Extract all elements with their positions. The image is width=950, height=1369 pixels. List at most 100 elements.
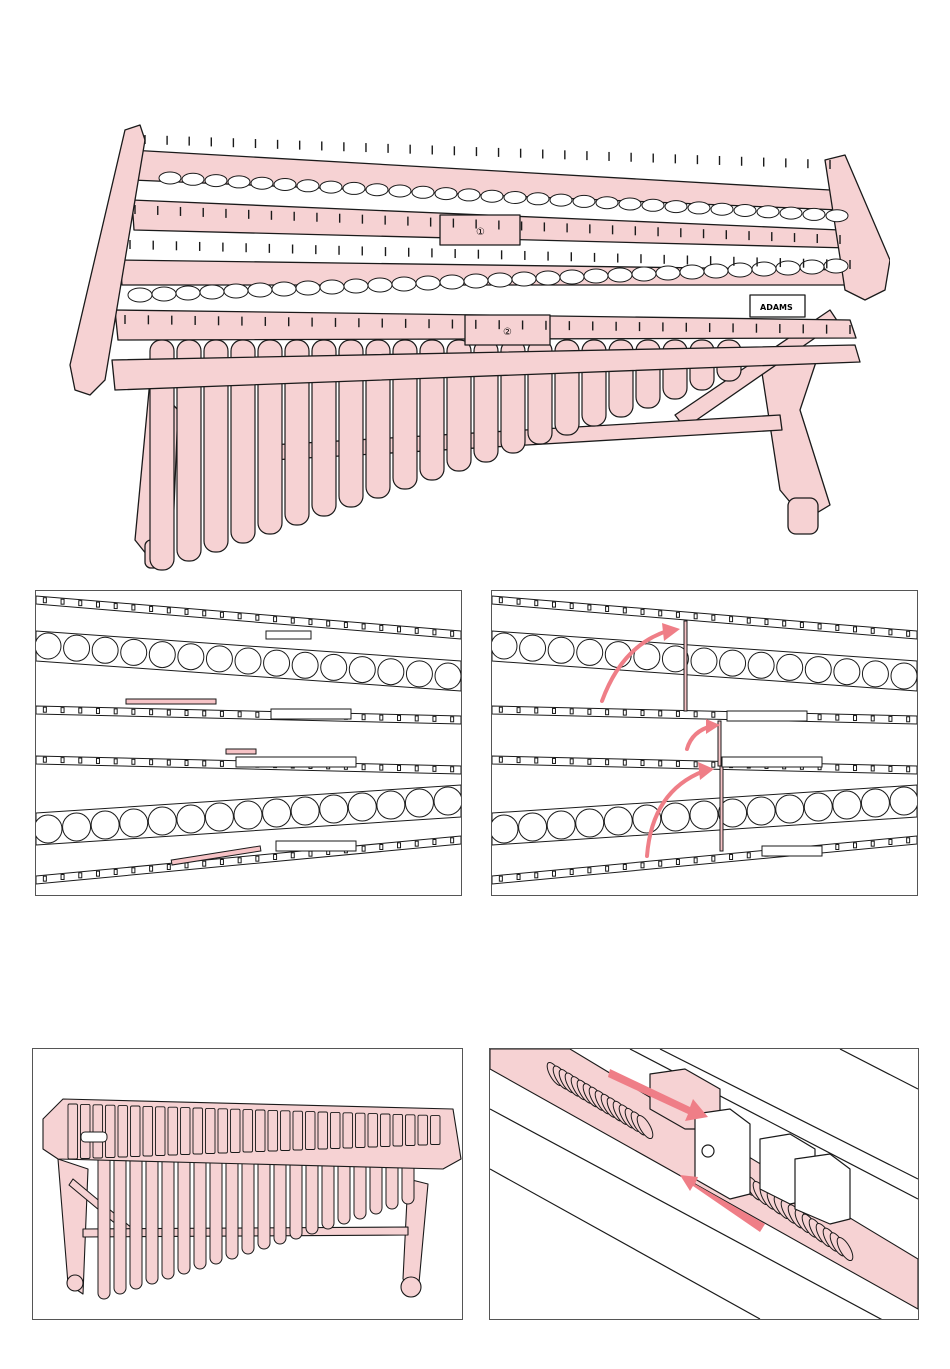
right-caster <box>788 498 818 534</box>
resonator-tube <box>194 1149 206 1269</box>
rail-slot <box>800 623 803 628</box>
resonator-opening <box>481 190 503 202</box>
resonator-tube <box>162 1149 174 1279</box>
connector-rod <box>126 699 216 704</box>
resonator-opening <box>412 186 434 198</box>
rail-slot <box>451 631 454 636</box>
tone-bar <box>81 1104 91 1158</box>
rail-slot <box>256 712 259 717</box>
resonator-opening <box>366 184 388 196</box>
resonator-circle <box>862 661 888 687</box>
rail-slot <box>309 620 312 625</box>
resonator-circle <box>519 813 547 841</box>
tone-bar <box>368 1114 378 1147</box>
rail-slot <box>606 606 609 611</box>
arrow-head <box>662 623 680 641</box>
resonator-opening <box>296 281 320 295</box>
resonator-opening <box>228 176 250 188</box>
rail-slot <box>415 766 418 771</box>
rail-slot <box>238 614 241 619</box>
rail-slot <box>606 710 609 715</box>
resonator-opening <box>680 265 704 279</box>
rail-slot <box>517 599 520 604</box>
resonator-opening <box>752 262 776 276</box>
rail-slot <box>588 709 591 714</box>
resonator-opening <box>182 173 204 185</box>
rail-slot <box>96 758 99 763</box>
resonator-opening <box>389 185 411 197</box>
rail-slot <box>889 840 892 845</box>
rail-slot <box>61 875 64 880</box>
rail-slot <box>552 708 555 713</box>
resonator-circle <box>206 646 232 672</box>
caster <box>401 1277 421 1297</box>
resonator-opening <box>464 274 488 288</box>
resonator-circle <box>348 793 376 821</box>
rail-slot <box>380 625 383 630</box>
resonator-circle <box>891 663 917 689</box>
rail-slot <box>623 760 626 765</box>
tone-bar <box>106 1105 116 1157</box>
resonator-opening <box>504 192 526 204</box>
rail-slot <box>623 710 626 715</box>
resonator-circle <box>406 661 432 687</box>
main-drawing: ① ② ADAMS <box>60 110 890 580</box>
rail-slot <box>694 762 697 767</box>
resonator-circle <box>834 659 860 685</box>
rail-slot <box>712 762 715 767</box>
rail-slot <box>499 707 502 712</box>
rail-slot <box>606 866 609 871</box>
resonator-circle <box>349 657 375 683</box>
resonator-opening <box>573 195 595 207</box>
resonator-opening <box>776 261 800 275</box>
rail-slot <box>185 609 188 614</box>
rail-slot <box>309 851 312 856</box>
rail-slot <box>167 710 170 715</box>
rail-slot <box>433 716 436 721</box>
tone-bar <box>393 1114 403 1146</box>
rail-slot <box>730 855 733 860</box>
resonator-opening <box>205 175 227 187</box>
resonator-opening <box>176 286 200 300</box>
resonator-opening <box>272 282 296 296</box>
resonator-opening <box>392 277 416 291</box>
tone-bar <box>243 1110 253 1152</box>
rail-slot <box>552 758 555 763</box>
rail-slot <box>238 712 241 717</box>
resonator-opening <box>560 270 584 284</box>
resonator-opening <box>152 287 176 301</box>
resonator-circle <box>292 652 318 678</box>
tone-bar <box>143 1106 153 1156</box>
rail-slot <box>362 715 365 720</box>
rail-slot <box>114 709 117 714</box>
resonator-circle <box>805 657 831 683</box>
resonator-circle <box>748 652 774 678</box>
rail-slot <box>61 599 64 604</box>
resonator-circle <box>234 801 262 829</box>
bracket <box>271 709 351 719</box>
rail-slot <box>517 875 520 880</box>
frame-line-3 <box>840 1049 918 1089</box>
rails <box>492 596 917 884</box>
resonator-opening <box>416 276 440 290</box>
rail-slot <box>694 614 697 619</box>
rail-slot <box>552 871 555 876</box>
resonator-tube <box>210 1149 222 1264</box>
rail-slot <box>220 860 223 865</box>
resonator-circle <box>36 633 61 659</box>
badge-mid: ② <box>503 327 512 338</box>
rail-slot <box>398 716 401 721</box>
resonator-tube <box>178 1149 190 1274</box>
rail-slot <box>712 712 715 717</box>
rail-slot <box>274 617 277 622</box>
rail-slot <box>641 609 644 614</box>
resonator-opening <box>728 263 752 277</box>
tone-bar <box>418 1115 428 1145</box>
rail-slot <box>43 598 46 603</box>
bracket <box>762 846 822 856</box>
resonator-circle <box>377 791 405 819</box>
rail-slot <box>517 758 520 763</box>
resonator-opening <box>488 273 512 287</box>
rail-slot <box>433 630 436 635</box>
resonator-circle <box>890 787 917 815</box>
